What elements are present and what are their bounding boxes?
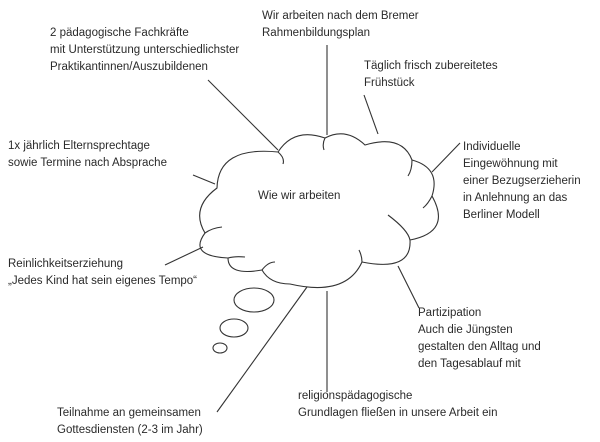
node-line: Partizipation	[418, 307, 482, 319]
node-line: Rahmenbildungsplan	[262, 27, 371, 39]
cloud-curl	[204, 137, 433, 271]
center-label: Wie wir arbeiten	[258, 190, 341, 202]
thought-bubble-large	[233, 287, 275, 313]
connector-fruehstueck	[363, 94, 379, 135]
connector-gottesdienste	[216, 286, 308, 413]
connector-fachkraefte	[207, 79, 279, 151]
connector-eingewoehnung	[431, 142, 461, 173]
thought-bubble-small	[212, 342, 228, 354]
node-line: Praktikantinnen/Auszubildenen	[50, 61, 208, 73]
node-line: einer Bezugserzieherin	[463, 175, 581, 187]
node-line: „Jedes Kind hat sein eigenes Tempo“	[8, 275, 198, 287]
cloud-shape	[199, 133, 439, 289]
node-reinlichkeit: Reinlichkeitserziehung „Jedes Kind hat s…	[8, 256, 197, 290]
node-gottesdienste: Teilnahme an gemeinsamen Gottesdiensten …	[57, 405, 203, 439]
node-line: Wir arbeiten nach dem Bremer	[262, 10, 419, 22]
node-eingewoehnung: Individuelle Eingewöhnung mit einer Bezu…	[463, 139, 581, 224]
node-elternsprechtage: 1x jährlich Elternsprechtage sowie Termi…	[8, 138, 167, 172]
node-line: sowie Termine nach Absprache	[8, 157, 167, 169]
node-line: den Tagesablauf mit	[418, 358, 521, 370]
node-religion: religionspädagogische Grundlagen fließen…	[298, 388, 497, 422]
node-line: in Anlehnung an das	[463, 192, 568, 204]
node-bremer: Wir arbeiten nach dem Bremer Rahmenbildu…	[262, 8, 419, 42]
node-line: Frühstück	[364, 77, 415, 89]
node-fachkraefte: 2 pädagogische Fachkräfte mit Unterstütz…	[50, 25, 239, 76]
node-line: gestalten den Alltag und	[418, 341, 541, 353]
node-line: Täglich frisch zubereitetes	[364, 60, 498, 72]
connector-reinlichkeit	[164, 246, 204, 266]
thought-bubble-medium	[219, 318, 249, 338]
connector-elternsprechtage	[192, 174, 216, 185]
node-fruehstueck: Täglich frisch zubereitetes Frühstück	[364, 58, 498, 92]
node-line: Eingewöhnung mit	[463, 158, 558, 170]
node-line: religionspädagogische	[298, 390, 413, 402]
connector-partizipation	[397, 265, 420, 309]
node-line: Gottesdiensten (2-3 im Jahr)	[57, 424, 203, 436]
node-line: Auch die Jüngsten	[418, 324, 513, 336]
node-line: Individuelle	[463, 141, 521, 153]
node-partizipation: Partizipation Auch die Jüngsten gestalte…	[418, 305, 541, 373]
node-line: Grundlagen fließen in unsere Arbeit ein	[298, 407, 498, 419]
node-line: Teilnahme an gemeinsamen	[57, 407, 201, 419]
node-line: 2 pädagogische Fachkräfte	[50, 27, 189, 39]
node-line: 1x jährlich Elternsprechtage	[8, 140, 150, 152]
node-line: Reinlichkeitserziehung	[8, 258, 124, 270]
node-line: Berliner Modell	[463, 209, 540, 221]
node-line: mit Unterstützung unterschiedlichster	[50, 44, 240, 56]
